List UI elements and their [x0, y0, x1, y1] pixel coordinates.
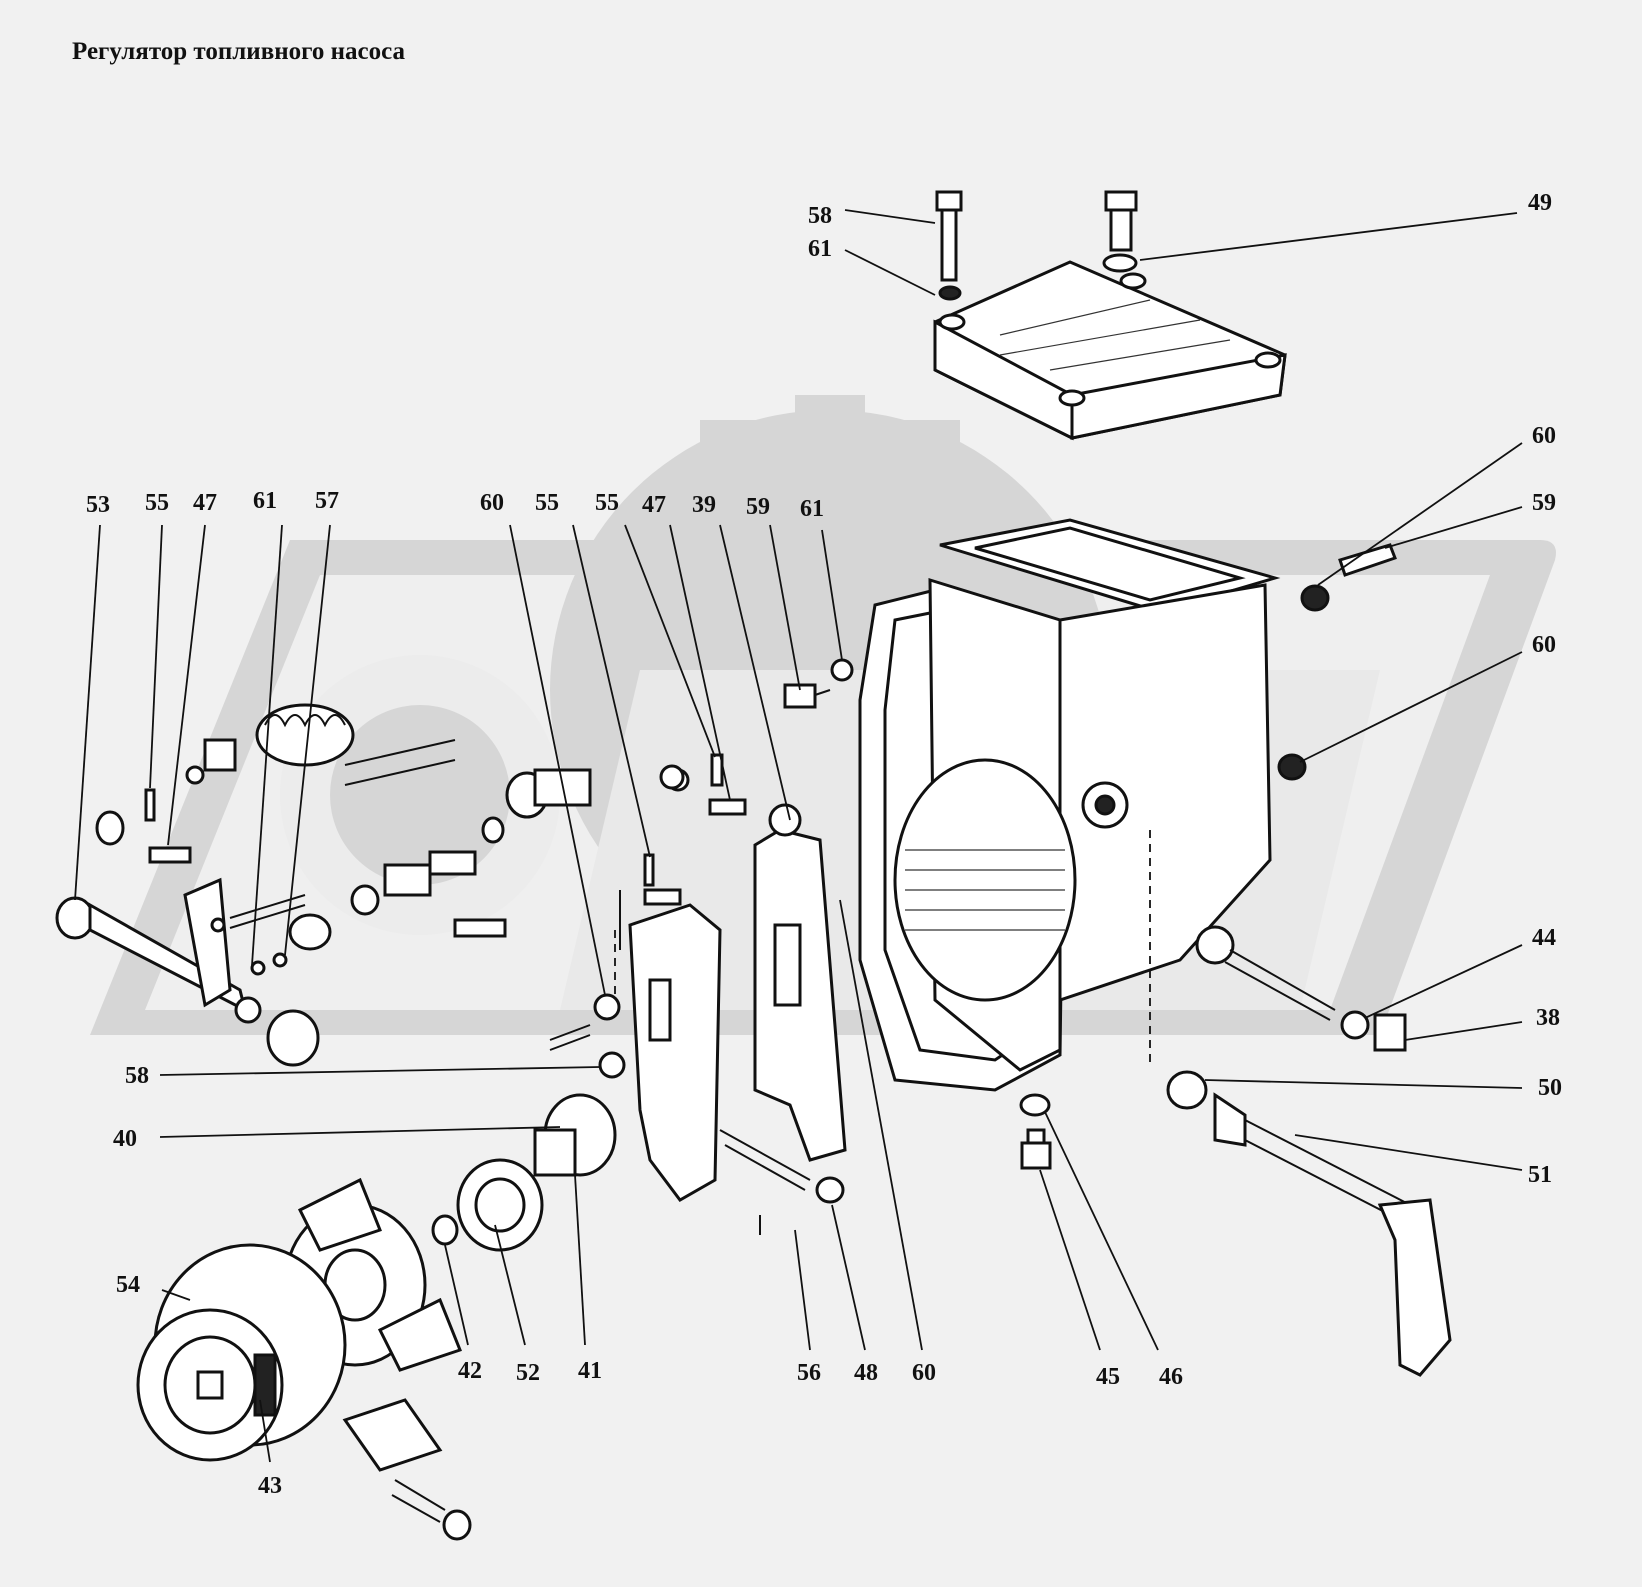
leader-60-b — [839, 899, 923, 1351]
callout-55-c2: 55 — [595, 490, 619, 516]
bolt-49-top — [1102, 190, 1138, 273]
callout-labels: 58 61 49 60 59 60 53 55 47 61 57 60 55 5… — [86, 190, 1562, 1499]
leader-58-l — [159, 1066, 601, 1076]
callout-61-c: 61 — [800, 496, 824, 522]
callout-48: 48 — [854, 1360, 878, 1386]
callout-41: 41 — [578, 1358, 602, 1384]
top-cover — [933, 260, 1287, 441]
callout-61-l: 61 — [253, 488, 277, 514]
leader-46 — [1044, 1111, 1159, 1351]
leader-48 — [831, 1204, 866, 1351]
leader-38 — [1404, 1021, 1523, 1041]
callout-46: 46 — [1159, 1364, 1183, 1390]
callout-47-l: 47 — [193, 490, 217, 516]
callout-59-tr: 59 — [1532, 490, 1556, 516]
leader-60-tr — [1317, 442, 1523, 586]
leader-41 — [574, 1174, 586, 1346]
callout-49: 49 — [1528, 190, 1552, 216]
leader-61-l — [251, 524, 283, 966]
leader-60-c — [509, 524, 606, 996]
callout-60-c: 60 — [480, 490, 504, 516]
leader-61-c — [821, 529, 843, 661]
leader-55-c2 — [624, 524, 716, 758]
callout-61-top: 61 — [808, 236, 832, 262]
leader-59-tr — [1384, 506, 1523, 549]
callout-38: 38 — [1536, 1005, 1560, 1031]
leader-52 — [494, 1224, 526, 1346]
right-small-parts — [1166, 543, 1452, 1377]
leader-51 — [1294, 1134, 1523, 1171]
leader-53 — [74, 524, 101, 901]
callout-47-c: 47 — [642, 492, 666, 518]
leader-44 — [1364, 944, 1523, 1019]
lever-assembly — [549, 658, 854, 1235]
leader-55-c1 — [572, 524, 651, 858]
leader-59-c — [769, 524, 801, 691]
callout-56: 56 — [797, 1360, 821, 1386]
leader-58-top — [844, 209, 936, 224]
callout-42: 42 — [458, 1358, 482, 1384]
left-lever-assembly — [55, 703, 685, 1067]
callout-57: 57 — [315, 488, 339, 514]
leader-43 — [259, 1399, 271, 1463]
leader-47-c — [669, 524, 731, 801]
callout-59-c: 59 — [746, 494, 770, 520]
drain-plug-45-46 — [1019, 1093, 1052, 1170]
callout-54: 54 — [116, 1272, 140, 1298]
leader-55-l — [149, 524, 163, 789]
callout-60-b: 60 — [912, 1360, 936, 1386]
callout-51: 51 — [1528, 1162, 1552, 1188]
leader-40 — [159, 1126, 561, 1138]
leader-50 — [1204, 1079, 1523, 1089]
callout-55-c1: 55 — [535, 490, 559, 516]
main-housing — [858, 518, 1336, 1092]
leader-54 — [161, 1289, 191, 1301]
leader-56 — [794, 1229, 811, 1351]
leader-42 — [444, 1244, 469, 1346]
callout-55-l: 55 — [145, 490, 169, 516]
page-title: Регулятор топливного насоса — [72, 38, 405, 65]
callout-44: 44 — [1532, 925, 1556, 951]
callout-39: 39 — [692, 492, 716, 518]
callout-60-tr: 60 — [1532, 423, 1556, 449]
leader-61-top — [844, 249, 936, 296]
callout-53: 53 — [86, 492, 110, 518]
leader-lines — [74, 209, 1523, 1463]
leader-57 — [284, 524, 331, 956]
leader-49 — [1139, 212, 1518, 261]
bolt-58-top — [935, 190, 963, 301]
callout-60-mr: 60 — [1532, 632, 1556, 658]
leader-45 — [1039, 1169, 1101, 1351]
callout-52: 52 — [516, 1360, 540, 1386]
leader-60-mr — [1299, 651, 1523, 763]
leader-39 — [719, 524, 791, 821]
callout-58-l: 58 — [125, 1063, 149, 1089]
callout-45: 45 — [1096, 1364, 1120, 1390]
callout-40: 40 — [113, 1126, 137, 1152]
callout-43: 43 — [258, 1473, 282, 1499]
callout-50: 50 — [1538, 1075, 1562, 1101]
flyweight-assembly — [136, 1093, 617, 1541]
leader-47-l — [167, 524, 206, 846]
callout-58-top: 58 — [808, 203, 832, 229]
